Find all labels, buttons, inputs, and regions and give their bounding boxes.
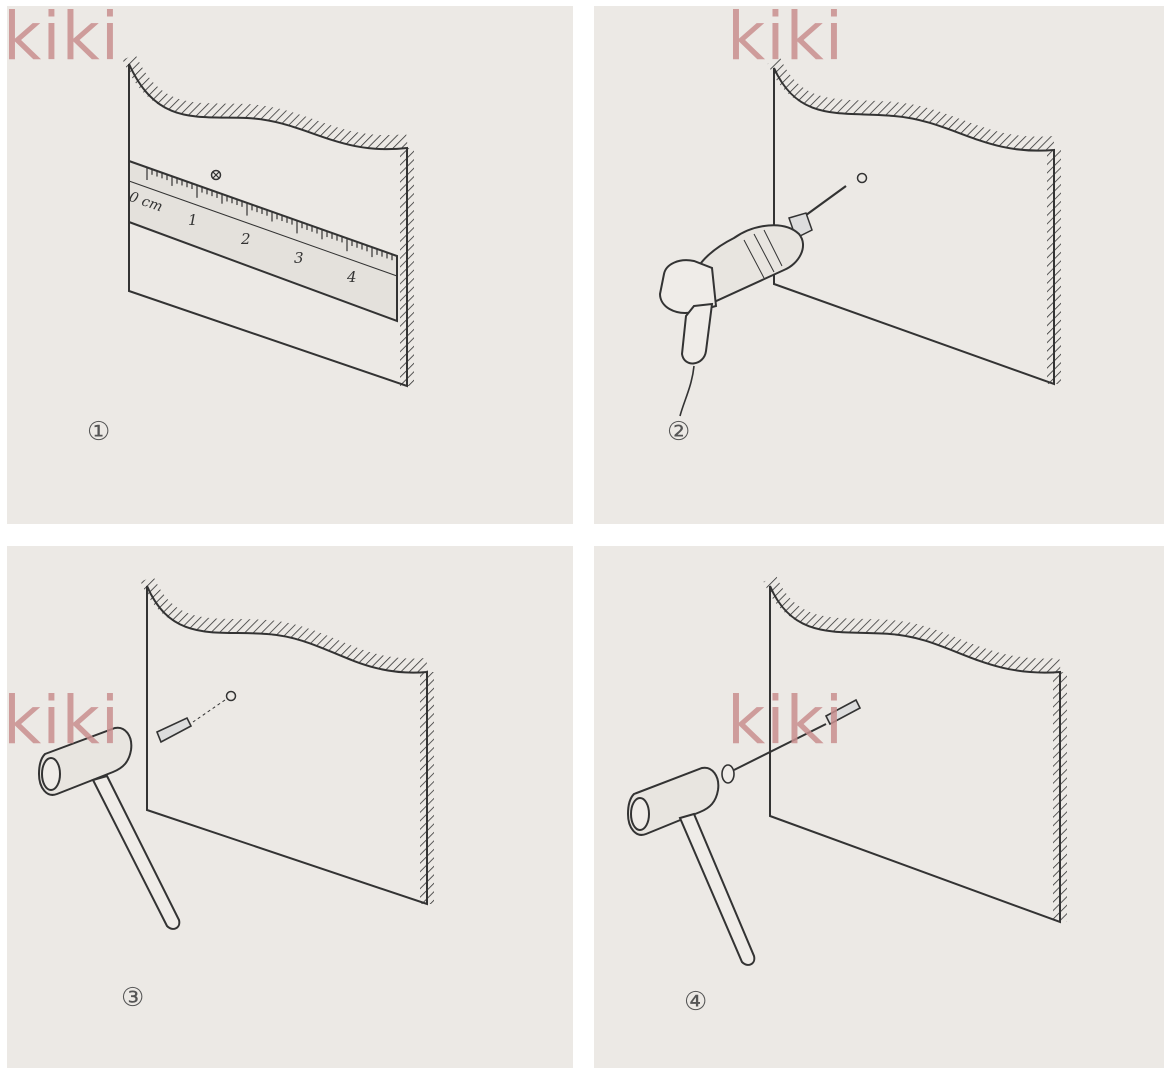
step-number-4: ④ <box>684 987 708 1017</box>
hammer-icon <box>37 726 181 930</box>
step-3-panel: ③ kiki <box>7 546 573 1068</box>
drill-icon <box>658 185 847 417</box>
step-number-1: ① <box>87 417 111 447</box>
step-1-illustration <box>122 53 414 388</box>
ruler-tick-1: 1 <box>188 211 198 229</box>
drill-hole <box>225 690 237 702</box>
watermark: kiki <box>727 6 845 75</box>
mark-point <box>210 169 222 181</box>
ruler-icon <box>128 159 398 323</box>
wall <box>763 576 1067 924</box>
step-4-panel: ④ kiki <box>594 546 1164 1068</box>
ruler-tick-4: 4 <box>347 268 357 286</box>
step-number-2: ② <box>667 417 691 447</box>
ruler-tick-3: 3 <box>294 249 304 267</box>
step-2-illustration <box>658 57 1061 417</box>
hammer-icon <box>626 766 756 966</box>
ruler-tick-2: 2 <box>241 230 251 248</box>
watermark: kiki <box>727 682 845 759</box>
step-1-panel: 0 cm 1 2 3 4 ① kiki <box>7 6 573 524</box>
step-2-panel: ② kiki <box>594 6 1164 524</box>
anchor-plug-icon <box>824 698 862 726</box>
anchor-plug-icon <box>155 716 193 744</box>
step-4-illustration <box>626 576 1067 966</box>
step-number-3: ③ <box>121 983 145 1013</box>
watermark: kiki <box>7 6 121 75</box>
step-3-illustration <box>37 576 434 930</box>
screw-icon <box>721 723 827 784</box>
drill-hole <box>856 172 868 184</box>
wall <box>767 57 1061 386</box>
watermark: kiki <box>7 682 121 759</box>
wall <box>140 576 434 906</box>
